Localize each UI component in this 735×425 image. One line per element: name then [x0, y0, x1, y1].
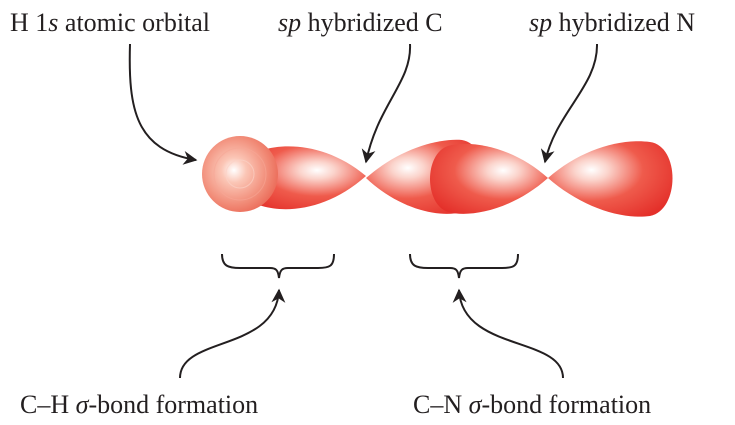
arrow-h1s	[128, 43, 198, 165]
h-1s-orbital	[202, 136, 278, 212]
brace-ch	[221, 253, 335, 279]
label-cn-sigma-bond-formation: C–N σ-bond formation	[413, 390, 652, 419]
label-sp-hybridized-n: sp hybridized N	[529, 8, 696, 37]
label-ch-sigma-bond-formation: C–H σ-bond formation	[20, 390, 259, 419]
h-1s-orbital-ring-inner	[225, 159, 255, 189]
arrow-sp-c	[361, 43, 412, 164]
h-1s-orbital-ring	[213, 147, 267, 201]
arrow-ch-bond	[179, 288, 286, 379]
n-sp-lobe-left	[430, 143, 548, 214]
brace-cn	[409, 253, 519, 279]
arrow-sp-n	[540, 43, 599, 164]
n-sp-lobe-right	[548, 141, 673, 217]
label-sp-hybridized-c: sp hybridized C	[278, 8, 443, 37]
arrow-cn-bond	[452, 288, 564, 379]
label-h-1s-atomic-orbital: H 1s atomic orbital	[10, 8, 211, 37]
